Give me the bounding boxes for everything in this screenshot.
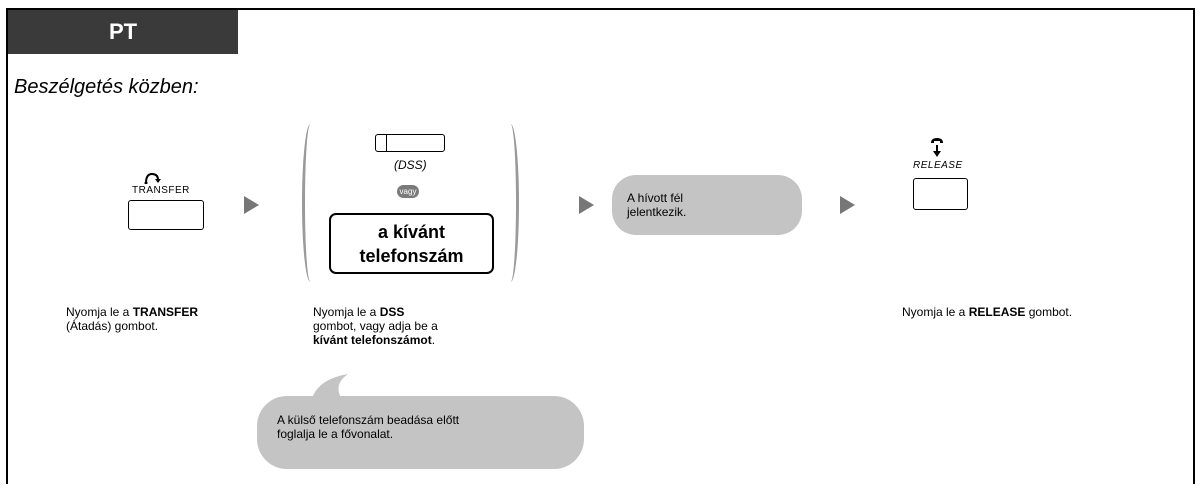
diagram-frame: [6, 8, 1195, 484]
step4-desc-post: gombot.: [1025, 305, 1073, 319]
release-button[interactable]: [913, 178, 968, 210]
note-bubble: A külső telefonszám beadása előtt foglal…: [257, 396, 584, 469]
step1-desc-pre: Nyomja le a: [66, 305, 133, 319]
page-heading: Beszélgetés közben:: [14, 76, 199, 98]
dss-label: (DSS): [394, 158, 427, 172]
step2-desc-bold2: kívánt telefonszámot: [313, 333, 432, 347]
transfer-key-label: TRANSFER: [132, 185, 190, 196]
or-badge: vagy: [397, 185, 419, 198]
called-party-answers-bubble: A hívott fél jelentkezik.: [612, 175, 802, 235]
arrow-1: [244, 196, 259, 214]
step4-desc-bold: RELEASE: [968, 305, 1026, 319]
dss-button-divider: [386, 135, 387, 151]
step2-desc-mid: gombot, vagy adja be a: [313, 319, 438, 333]
note-line2: foglalja le a fővonalat.: [277, 427, 394, 441]
release-key-label: RELEASE: [913, 160, 963, 171]
pt-tab-label: PT: [108, 19, 138, 44]
called-party-line2: jelentkezik.: [627, 205, 687, 219]
called-party-line1: A hívott fél: [627, 191, 684, 205]
step4-desc-pre: Nyomja le a: [902, 305, 969, 319]
step2-desc-post: .: [431, 333, 436, 347]
phone-number-box: a kívánt telefonszám: [329, 213, 494, 274]
step2-description: Nyomja le a DSS gombot, vagy adja be a k…: [313, 305, 438, 347]
phone-number-line1: a kívánt: [377, 221, 446, 242]
arrow-2: [579, 196, 594, 214]
transfer-icon: [144, 172, 161, 184]
transfer-button[interactable]: [128, 200, 204, 230]
step4-description: Nyomja le a RELEASE gombot.: [902, 305, 1072, 319]
step1-desc-post: (Átadás) gombot.: [66, 319, 159, 333]
note-line1: A külső telefonszám beadása előtt: [277, 413, 460, 427]
pt-tab: PT: [8, 10, 238, 54]
arrow-3: [840, 196, 855, 214]
phone-number-line2: telefonszám: [359, 245, 464, 266]
dss-button[interactable]: [375, 134, 445, 152]
handset-down-icon: [931, 138, 943, 157]
step2-desc-pre: Nyomja le a: [313, 305, 380, 319]
step2-desc-bold1: DSS: [379, 305, 405, 319]
right-parenthesis: [505, 124, 519, 282]
step1-desc-bold: TRANSFER: [132, 305, 199, 319]
step1-description: Nyomja le a TRANSFER (Átadás) gombot.: [66, 305, 198, 333]
left-parenthesis: [302, 124, 316, 282]
